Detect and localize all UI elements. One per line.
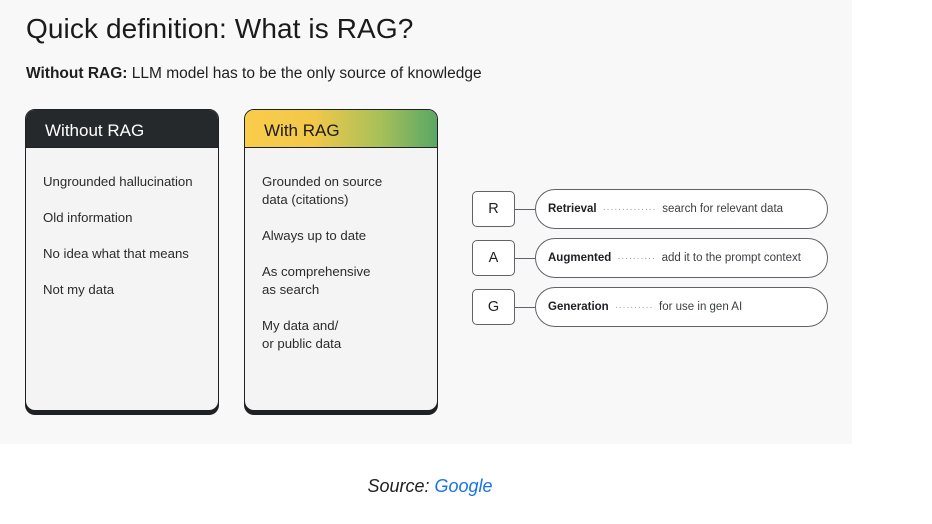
- letter-box-a: A: [472, 240, 515, 276]
- card-without-rag-list: Ungrounded hallucination Old information…: [26, 148, 218, 299]
- rag-row-generation: G Generation ·········· for use in gen A…: [472, 287, 832, 327]
- slide-subtitle: Without RAG: LLM model has to be the onl…: [26, 65, 482, 83]
- list-item: Always up to date: [262, 228, 367, 243]
- pill-description: search for relevant data: [662, 203, 784, 215]
- source-link[interactable]: Google: [434, 476, 493, 496]
- dotted-leader: ··········: [614, 301, 654, 313]
- card-with-rag-list: Grounded on source data (citations) Alwa…: [245, 148, 437, 353]
- pill-term: Retrieval: [548, 203, 597, 215]
- pill-term: Generation: [548, 301, 609, 313]
- subtitle-bold: Without RAG:: [26, 65, 128, 82]
- slide: Quick definition: What is RAG? Without R…: [25, 13, 832, 411]
- pill-generation: Generation ·········· for use in gen AI: [535, 287, 828, 327]
- connector-line: [515, 258, 535, 259]
- list-item: Old information: [43, 210, 133, 225]
- dotted-leader: ··········: [617, 252, 656, 264]
- list-item: Ungrounded hallucination: [43, 174, 193, 189]
- pill-description: add it to the prompt context: [661, 252, 801, 264]
- dotted-leader: ··············: [602, 203, 657, 215]
- list-item: My data and/ or public data: [262, 318, 342, 351]
- connector-line: [515, 209, 535, 210]
- card-without-rag-header: Without RAG: [26, 110, 218, 148]
- source-label: Source:: [367, 476, 430, 496]
- pill-augmented: Augmented ·········· add it to the promp…: [535, 238, 828, 278]
- pill-term: Augmented: [548, 252, 612, 264]
- subtitle-text: LLM model has to be the only source of k…: [127, 65, 482, 82]
- list-item: As comprehensive as search: [262, 264, 371, 297]
- letter-box-g: G: [472, 289, 515, 325]
- letter-box-r: R: [472, 191, 515, 227]
- card-with-rag-header: With RAG: [245, 110, 437, 148]
- card-without-rag: Without RAG Ungrounded hallucination Old…: [25, 109, 219, 411]
- rag-row-retrieval: R Retrieval ·············· search for re…: [472, 189, 832, 229]
- list-item: Not my data: [43, 282, 115, 297]
- pill-retrieval: Retrieval ·············· search for rele…: [535, 189, 828, 229]
- list-item: No idea what that means: [43, 246, 189, 261]
- card-with-rag: With RAG Grounded on source data (citati…: [244, 109, 438, 411]
- rag-row-augmented: A Augmented ·········· add it to the pro…: [472, 238, 832, 278]
- connector-line: [515, 307, 535, 308]
- source-caption: Source: Google: [0, 476, 860, 497]
- slide-title: Quick definition: What is RAG?: [26, 13, 414, 44]
- list-item: Grounded on source data (citations): [262, 174, 383, 207]
- pill-description: for use in gen AI: [659, 301, 743, 313]
